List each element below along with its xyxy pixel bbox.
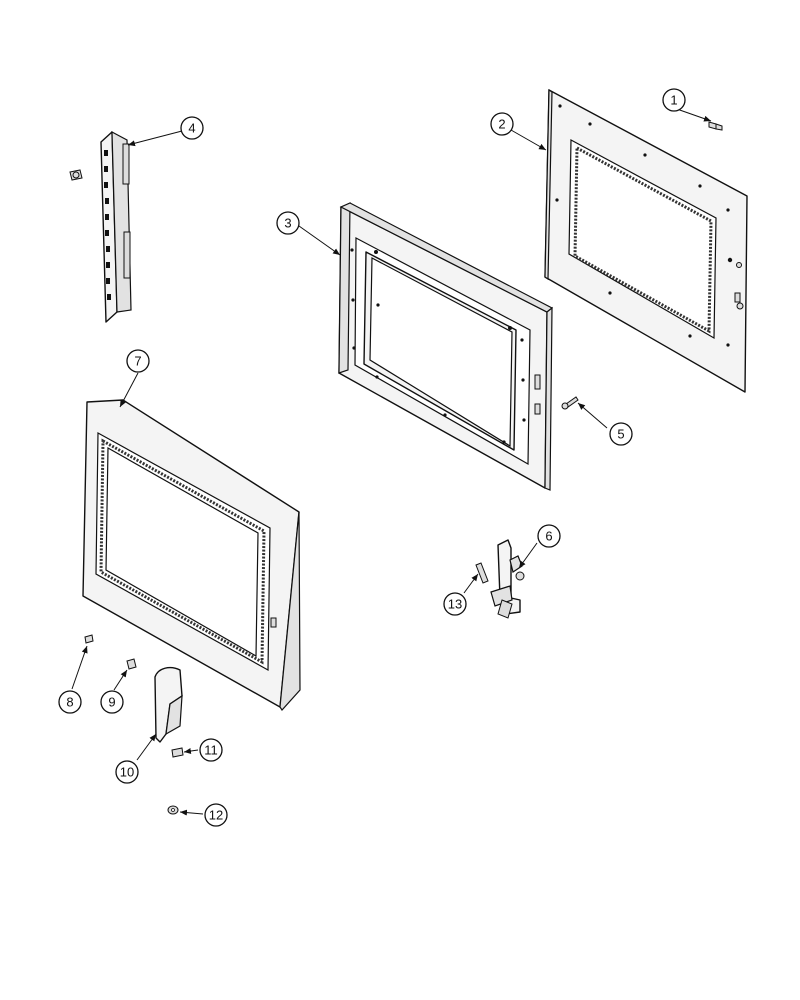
callout-label: 8 [66, 695, 73, 710]
callout-11: 11 [199, 738, 223, 762]
part-front-frame [82, 399, 301, 711]
part-spring-13 [475, 562, 489, 584]
callout-label: 10 [120, 765, 134, 780]
callout-13: 13 [443, 592, 467, 616]
callout-6: 6 [537, 524, 561, 548]
callout-label: 4 [188, 121, 195, 136]
callout-5: 5 [609, 422, 633, 446]
callout-label: 12 [209, 808, 223, 823]
callout-label: 11 [204, 743, 218, 758]
callout-7: 7 [126, 349, 150, 373]
part-outer-frame [544, 88, 748, 393]
leader-lines [71, 107, 712, 816]
callout-4: 4 [180, 116, 204, 140]
part-handle [154, 666, 183, 743]
callout-3: 3 [276, 211, 300, 235]
callout-label: 5 [617, 427, 624, 442]
callout-12: 12 [204, 803, 228, 827]
callout-label: 2 [498, 117, 505, 132]
callout-label: 1 [670, 93, 677, 108]
part-nut-12 [167, 805, 179, 815]
part-screw-9 [126, 658, 137, 670]
callout-1: 1 [662, 88, 686, 112]
callout-label: 3 [284, 216, 291, 231]
part-latch-assembly [490, 539, 525, 619]
part-screw-11 [171, 747, 184, 758]
part-hinge-bracket [69, 130, 132, 323]
callout-label: 6 [545, 529, 552, 544]
part-inner-panel [338, 202, 554, 491]
callout-9: 9 [100, 690, 124, 714]
part-screw-1 [708, 121, 723, 131]
part-screw-8 [84, 634, 94, 644]
callout-label: 13 [448, 597, 462, 612]
callout-label: 7 [134, 354, 141, 369]
callout-8: 8 [58, 690, 82, 714]
part-pin-5 [561, 396, 579, 410]
callout-10: 10 [115, 760, 139, 784]
callout-2: 2 [490, 112, 514, 136]
callout-label: 9 [108, 695, 115, 710]
